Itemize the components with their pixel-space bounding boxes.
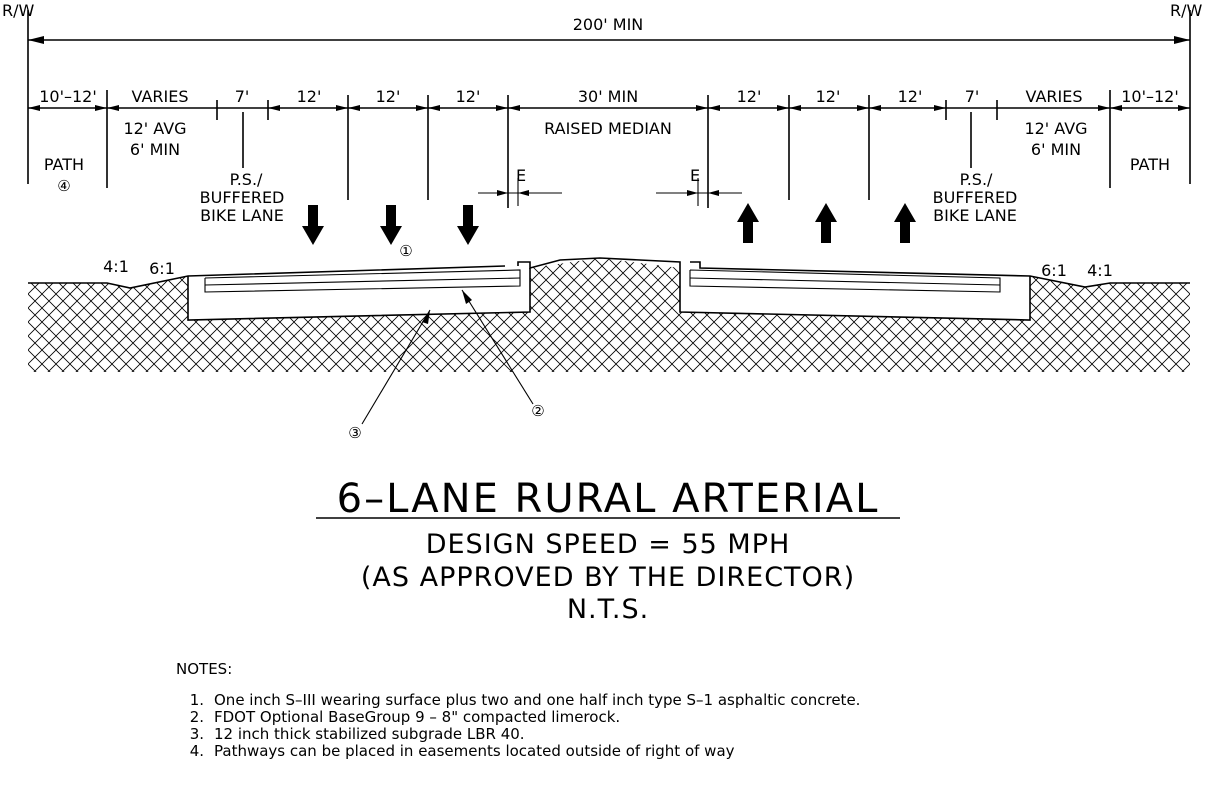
note-item: 2. FDOT Optional BaseGroup 9 – 8" compact… <box>176 709 860 726</box>
travel-arrows-southbound <box>302 205 479 245</box>
callout-1: ① <box>399 242 412 260</box>
e-offset-left <box>478 178 562 206</box>
path-label-right: PATH <box>1130 155 1170 174</box>
slope-61-right: 6:1 <box>1041 261 1067 280</box>
note-number: 1. <box>189 691 204 709</box>
note-text: Pathways can be placed in easements loca… <box>214 742 735 760</box>
dimension-label: 10'–12' <box>1121 87 1179 106</box>
dimension-label: 12' <box>456 87 481 106</box>
slope-61-left: 6:1 <box>149 259 175 278</box>
overall-width-label: 200' MIN <box>573 15 644 34</box>
bike-lane-ps-right: P.S./ <box>960 170 993 189</box>
bike-lane-label-right: BIKE LANE <box>933 206 1017 225</box>
note-item: 3. 12 inch thick stabilized subgrade LBR … <box>176 726 860 743</box>
note-number: 2. <box>189 708 204 726</box>
dimension-label: 12' <box>376 87 401 106</box>
approval-note: (AS APPROVED BY THE DIRECTOR) <box>361 562 855 593</box>
drawing-title: 6–LANE RURAL ARTERIAL <box>337 476 880 522</box>
up-arrow-icon <box>894 203 916 243</box>
note-item: 4. Pathways can be placed in easements lo… <box>176 743 860 760</box>
down-arrow-icon <box>380 205 402 245</box>
callout-2: ② <box>531 402 544 420</box>
bike-lane-buffered-left: BUFFERED <box>200 188 285 207</box>
notes-block: NOTES: 1. One inch S–III wearing surface … <box>176 660 860 760</box>
avg-width-left: 12' AVG <box>123 119 186 138</box>
leader-lines <box>361 289 534 425</box>
segment-dimension-line <box>28 90 1190 208</box>
dimension-label: 12' <box>737 87 762 106</box>
note-number: 3. <box>189 725 204 743</box>
path-label-left: PATH <box>44 155 84 174</box>
dimension-label: 7' <box>235 87 250 106</box>
down-arrow-icon <box>457 205 479 245</box>
min-width-left: 6' MIN <box>130 140 180 159</box>
slope-41-right: 4:1 <box>1087 261 1113 280</box>
dimension-label: 12' <box>816 87 841 106</box>
soil-hatch <box>28 258 1190 372</box>
avg-width-right: 12' AVG <box>1024 119 1087 138</box>
note-item: 1. One inch S–III wearing surface plus tw… <box>176 691 861 709</box>
bike-lane-label-left: BIKE LANE <box>200 206 284 225</box>
bike-lane-ps-left: P.S./ <box>230 170 263 189</box>
dimension-label: 10'–12' <box>39 87 97 106</box>
note-number: 4. <box>189 742 204 760</box>
rw-left-label: R/W <box>2 1 35 20</box>
travel-arrows-northbound <box>737 203 916 243</box>
overall-dimension-line <box>27 10 1191 184</box>
note-text: FDOT Optional BaseGroup 9 – 8" compacted… <box>214 708 621 726</box>
design-speed: DESIGN SPEED = 55 MPH <box>426 529 791 560</box>
notes-heading: NOTES: <box>176 660 233 678</box>
segment-dimension-labels: 10'–12' VARIES 7' 12' 12' 12' 30' MIN 12' 12' 12'… <box>39 87 1179 106</box>
callout-3: ③ <box>348 424 361 442</box>
e-offset-right <box>656 178 742 206</box>
scale-note: N.T.S. <box>567 594 649 625</box>
dimension-label: 12' <box>297 87 322 106</box>
up-arrow-icon <box>737 203 759 243</box>
down-arrow-icon <box>302 205 324 245</box>
dimension-label: 30' MIN <box>578 87 638 106</box>
callout-4: ④ <box>57 177 70 195</box>
slope-41-left: 4:1 <box>103 257 129 276</box>
dimension-label: 7' <box>965 87 980 106</box>
dimension-label: VARIES <box>1026 87 1083 106</box>
rw-right-label: R/W <box>1170 1 1203 20</box>
e-label-left: E <box>516 166 526 185</box>
e-label-right: E <box>690 166 700 185</box>
dimension-label: 12' <box>898 87 923 106</box>
bike-lane-buffered-right: BUFFERED <box>933 188 1018 207</box>
dimension-label: VARIES <box>132 87 189 106</box>
raised-median-label: RAISED MEDIAN <box>544 119 672 138</box>
up-arrow-icon <box>815 203 837 243</box>
min-width-right: 6' MIN <box>1031 140 1081 159</box>
note-text: 12 inch thick stabilized subgrade LBR 40… <box>214 725 525 743</box>
note-text: One inch S–III wearing surface plus two … <box>214 691 861 709</box>
ground-profile <box>28 257 1190 321</box>
